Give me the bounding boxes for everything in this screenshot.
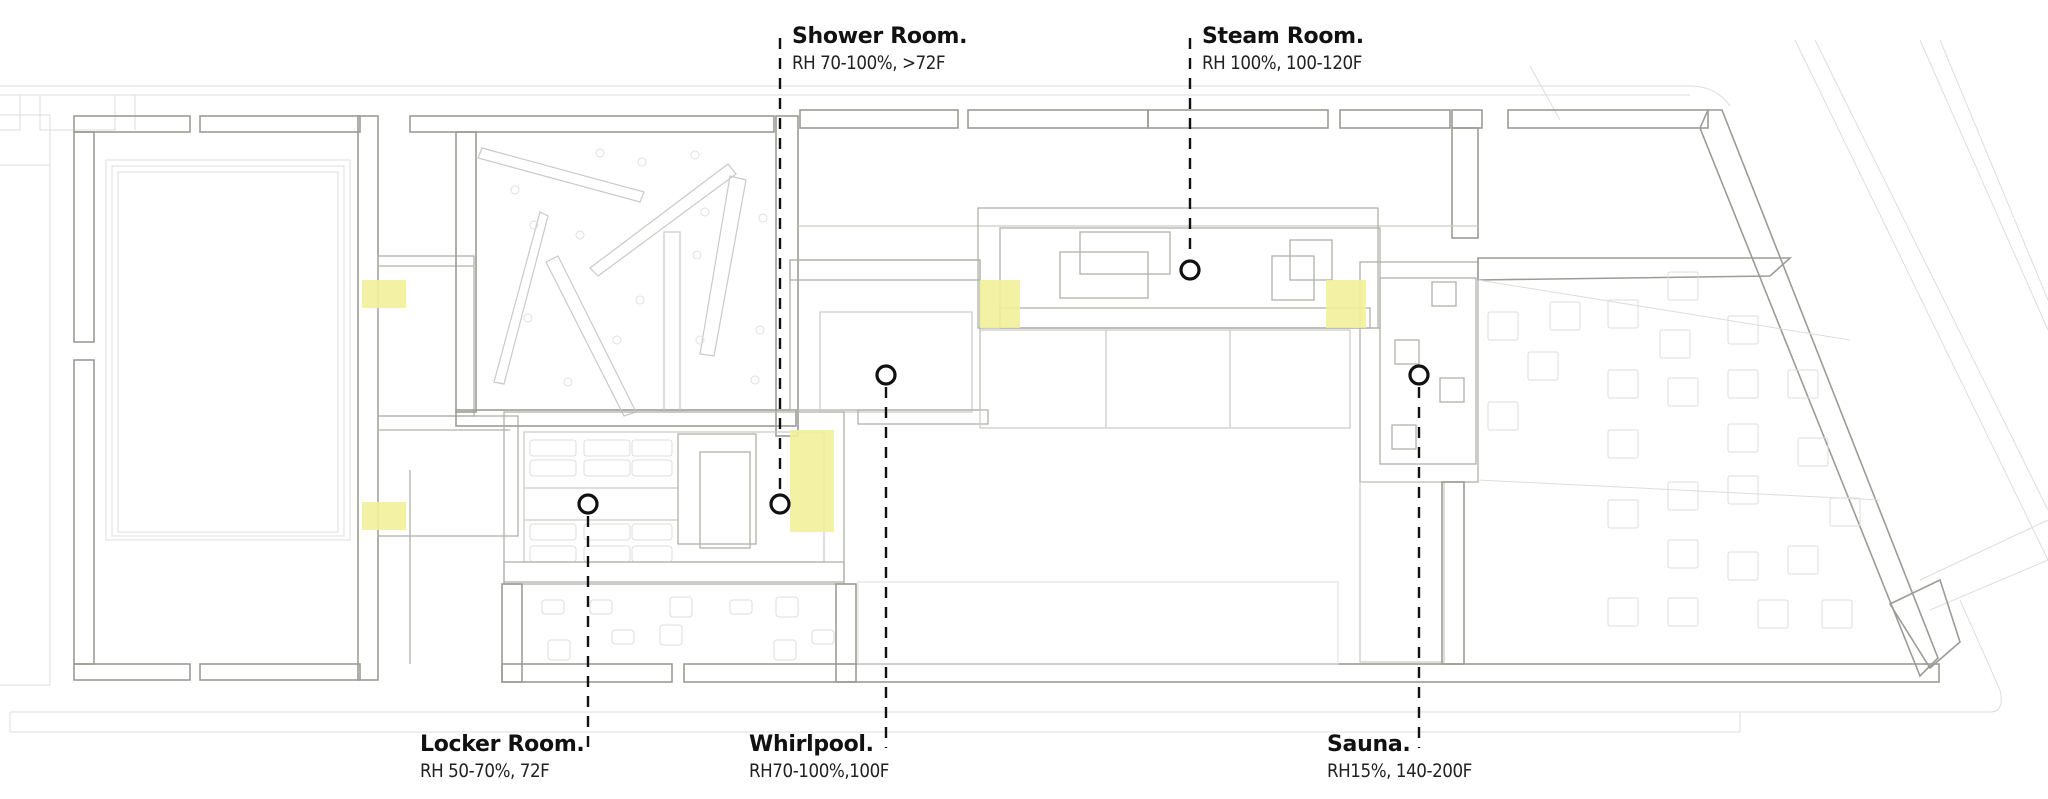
room-spec: RH15%, 140-200F <box>1327 760 1472 782</box>
room-spec: RH 100%, 100-120F <box>1202 52 1362 74</box>
sauna-block <box>1359 261 1479 665</box>
room-markers <box>577 38 1430 748</box>
label-steam-room: Steam Room. RH 100%, 100-120F <box>1202 24 1384 76</box>
door-highlights <box>362 280 1366 532</box>
door-highlight <box>980 280 1020 328</box>
room-title: Locker Room. <box>420 732 585 757</box>
room-title: Steam Room. <box>1202 24 1364 49</box>
room-spec: RH 70-100%, >72F <box>792 52 946 74</box>
marker-shower <box>769 493 791 515</box>
marker-whirlpool <box>875 364 897 386</box>
label-sauna: Sauna. RH15%, 140-200F <box>1327 732 1492 784</box>
room-spec: RH70-100%,100F <box>749 760 889 782</box>
door-highlight <box>362 280 406 308</box>
right-wing <box>1477 109 1961 678</box>
corridor <box>377 255 519 664</box>
label-locker-room: Locker Room. RH 50-70%, 72F <box>420 732 585 784</box>
whirlpool-block <box>789 259 1351 429</box>
marker-sauna <box>1408 364 1430 386</box>
pool-deck-top <box>798 109 1709 239</box>
label-shower-room: Shower Room. RH 70-100%, >72F <box>792 24 968 76</box>
room-title: Shower Room. <box>792 24 968 49</box>
marker-steam <box>1179 259 1201 281</box>
marker-locker <box>577 493 599 515</box>
room-spec: RH 50-70%, 72F <box>420 760 550 782</box>
door-highlight <box>1326 280 1366 328</box>
door-highlight <box>362 502 406 530</box>
site-context <box>0 39 2048 733</box>
label-whirlpool: Whirlpool. RH70-100%,100F <box>749 732 908 784</box>
lower-lounge <box>501 581 1940 683</box>
lobby-block <box>73 115 379 681</box>
door-highlight <box>790 430 834 532</box>
shower-room-block <box>409 115 799 437</box>
room-title: Sauna. <box>1327 732 1411 757</box>
room-title: Whirlpool. <box>749 732 874 757</box>
